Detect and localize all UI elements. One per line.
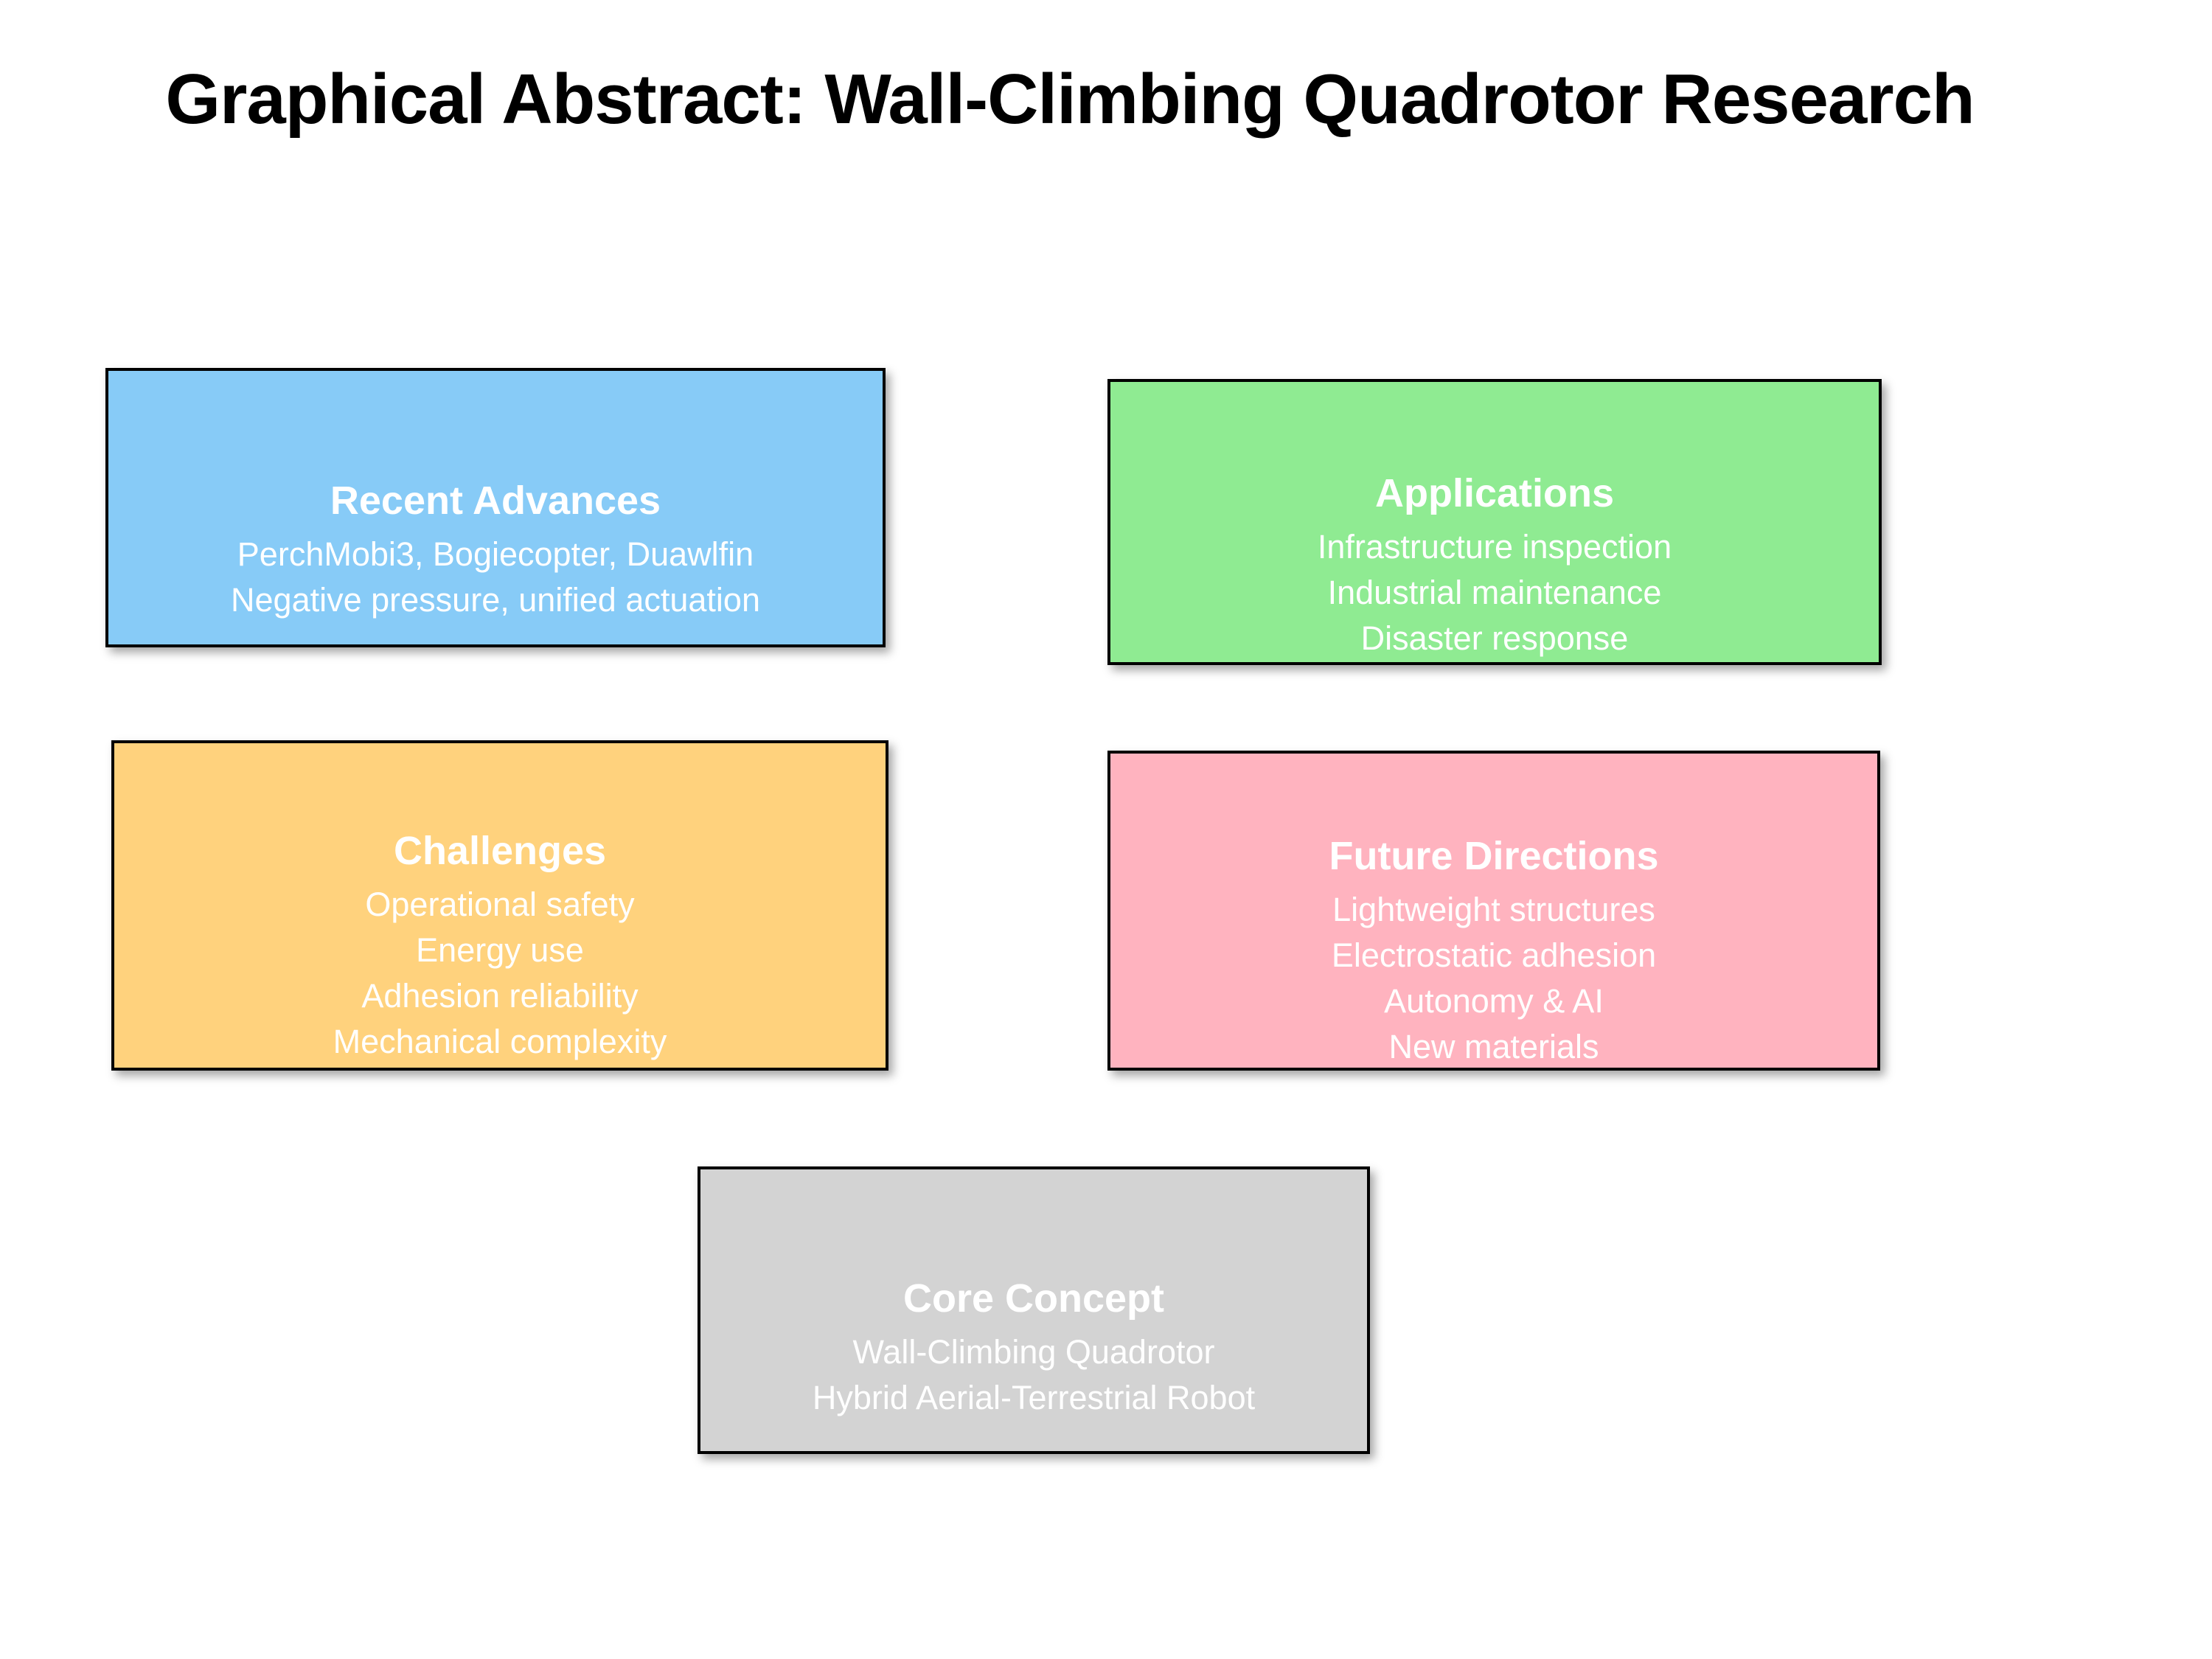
box-future-directions: Future Directions Lightweight structures… bbox=[1107, 751, 1880, 1071]
box-recent-advances-line: PerchMobi3, Bogiecopter, Duawlfin bbox=[237, 535, 754, 573]
box-core-concept-line: Hybrid Aerial-Terrestrial Robot bbox=[812, 1379, 1256, 1416]
page-title: Graphical Abstract: Wall-Climbing Quadro… bbox=[165, 60, 1975, 139]
box-core-concept-line: Wall-Climbing Quadrotor bbox=[852, 1333, 1215, 1371]
box-applications-line: Disaster response bbox=[1360, 619, 1629, 657]
box-recent-advances: Recent Advances PerchMobi3, Bogiecopter,… bbox=[105, 368, 886, 647]
box-future-directions-line: Electrostatic adhesion bbox=[1331, 936, 1657, 974]
box-recent-advances-title: Recent Advances bbox=[330, 478, 661, 523]
box-future-directions-line: Lightweight structures bbox=[1332, 891, 1655, 928]
box-core-concept: Core Concept Wall-Climbing Quadrotor Hyb… bbox=[698, 1166, 1370, 1454]
box-applications-title: Applications bbox=[1374, 471, 1615, 515]
box-challenges-line: Adhesion reliability bbox=[361, 977, 639, 1015]
box-core-concept-title: Core Concept bbox=[902, 1276, 1165, 1321]
box-challenges-title: Challenges bbox=[393, 829, 607, 873]
box-future-directions-title: Future Directions bbox=[1329, 834, 1659, 878]
box-future-directions-line: Autonomy & AI bbox=[1384, 982, 1604, 1020]
box-applications-line: Infrastructure inspection bbox=[1317, 528, 1672, 566]
page-title-container: Graphical Abstract: Wall-Climbing Quadro… bbox=[0, 59, 2140, 140]
box-recent-advances-line: Negative pressure, unified actuation bbox=[231, 580, 760, 619]
box-applications: Applications Infrastructure inspection I… bbox=[1107, 379, 1882, 665]
box-challenges: Challenges Operational safety Energy use… bbox=[111, 740, 888, 1071]
box-future-directions-line: New materials bbox=[1388, 1028, 1599, 1065]
box-challenges-line: Operational safety bbox=[365, 886, 635, 923]
box-challenges-line: Mechanical complexity bbox=[333, 1023, 667, 1060]
box-challenges-line: Energy use bbox=[416, 931, 584, 969]
box-applications-line: Industrial maintenance bbox=[1327, 574, 1662, 611]
